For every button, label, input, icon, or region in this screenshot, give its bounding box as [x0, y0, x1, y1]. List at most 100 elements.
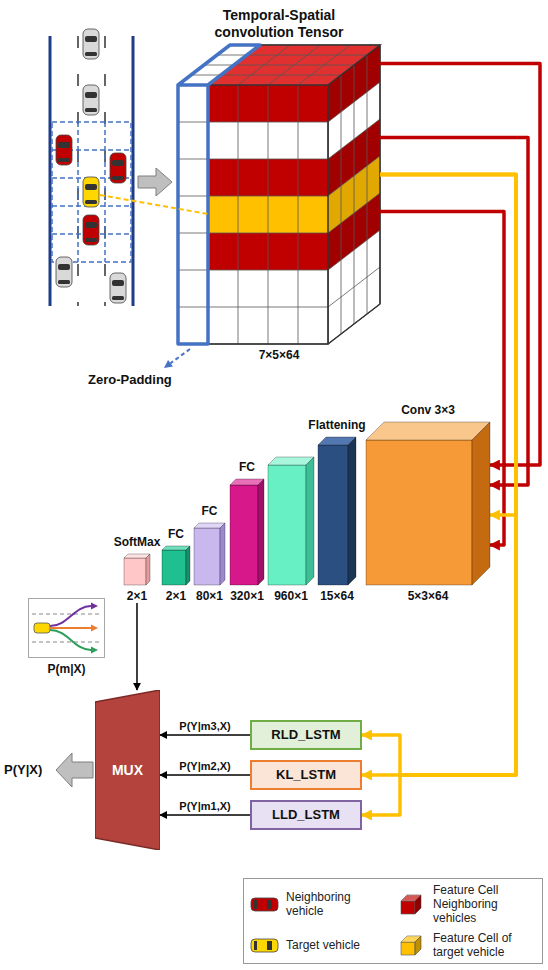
target-mapping-line: [100, 195, 208, 214]
dense-layer: 960×1: [268, 457, 314, 603]
input-arrow: [138, 168, 172, 196]
dimension-label: 2×1: [127, 589, 147, 603]
dimension-label: 320×1: [230, 589, 264, 603]
legend-sample: [248, 933, 282, 957]
layer-heading: FC: [202, 504, 218, 519]
icon-left-change-path: [50, 606, 91, 626]
icon-lane-line: [32, 614, 101, 642]
legend-text: Feature Cell Neighboring vehicles: [433, 883, 538, 925]
tensor-front-face: [178, 85, 328, 344]
tensor-grid: [178, 45, 380, 344]
legend-cube-shade: [415, 895, 421, 914]
annotation-label: Zero-Padding: [88, 372, 172, 388]
dimension-label: 2×1: [166, 589, 186, 603]
connector: [362, 175, 516, 816]
edge-label: P(Y|m2,X): [177, 760, 232, 773]
legend-sample: [248, 892, 282, 916]
front-face: [366, 440, 472, 585]
legend-car-window: [267, 941, 272, 950]
legend-cube-face: [415, 895, 421, 914]
road-edge: [50, 36, 133, 306]
layer-heading: FC: [168, 527, 184, 542]
neighboring-vehicle: [83, 215, 99, 245]
other-vehicle: [83, 29, 99, 59]
connector: [160, 814, 250, 816]
tensor-outline: [178, 45, 380, 344]
side-face: [186, 546, 190, 585]
legend-sample: [395, 933, 429, 957]
lstm-label: RLD_LSTM: [271, 727, 340, 743]
legend-item: Feature Cell Neighboring vehicles: [395, 883, 538, 925]
side-face: [146, 554, 150, 585]
mux-block: MUX: [95, 690, 160, 850]
neighboring-vehicle: [56, 135, 72, 165]
legend-cube-face: [401, 901, 415, 914]
layer-heading: SoftMax: [114, 535, 161, 550]
other-vehicle: [56, 257, 72, 287]
dimension-label: 5×3×64: [408, 589, 449, 603]
front-face: [268, 465, 306, 585]
flatten-layer-shape: [318, 437, 356, 585]
feature-tensor-shape: [178, 45, 380, 344]
maneuver-icon-shape: [28, 598, 105, 658]
annotation-label-box: Zero-Padding: [88, 372, 172, 388]
output-label: P(Y|X): [4, 762, 42, 778]
lstm-label: LLD_LSTM: [272, 807, 340, 823]
mux-label: MUX: [112, 762, 143, 779]
conv-layer-shape: [366, 422, 490, 585]
layer-heading: Flattening: [308, 418, 365, 433]
other-vehicle: [83, 85, 99, 115]
connector: [160, 774, 250, 776]
layer-heading: FC: [239, 460, 255, 475]
edge-label: P(Y|m1,X): [177, 800, 232, 813]
lstm-box: LLD_LSTM: [250, 800, 362, 830]
front-face: [162, 550, 186, 585]
legend-item: Feature Cell of target vehicle: [395, 931, 538, 959]
dense-layer-shape: [194, 523, 225, 585]
dense-layer-shape: [162, 546, 190, 585]
output-label-box: P(Y|X): [4, 762, 42, 778]
target-vehicle: [83, 177, 99, 207]
front-face: [230, 485, 258, 585]
legend-item: Neighboring vehicle: [248, 883, 391, 925]
top-face: [366, 422, 490, 440]
icon-target-car: [34, 623, 50, 633]
icon-right-change-head: [91, 647, 98, 654]
dimension-label: 15×64: [320, 589, 354, 603]
zero-padding-leader-head: [164, 360, 173, 368]
neighboring-vehicle: [110, 153, 126, 183]
icon-left-change-head: [91, 603, 98, 610]
top-face: [162, 546, 190, 550]
side-face: [306, 457, 314, 585]
zero-padding-outline: [178, 45, 260, 344]
icon-keep-lane-path: [50, 627, 91, 629]
edge-label-box: P(Y|m2,X): [177, 760, 232, 773]
lstm-label: KL_LSTM: [276, 767, 336, 783]
edge-label-box: P(Y|m1,X): [177, 800, 232, 813]
icon-keep-lane-head: [91, 625, 98, 632]
front-face: [194, 528, 220, 585]
side-face: [472, 422, 490, 585]
legend-item: Target vehicle: [248, 931, 391, 959]
softmax-layer: SoftMax 2×1: [114, 535, 161, 603]
zero-padding-leader: [171, 349, 191, 363]
dimension-label: 80×1: [196, 589, 223, 603]
legend-box: Neighboring vehicle Feature Cell Neighbor…: [243, 878, 543, 964]
edge-label-box: P(Y|m3,X): [177, 720, 232, 733]
connector: [160, 734, 250, 736]
layer-heading: Temporal-Spatial convolution Tensor: [204, 7, 354, 41]
front-face: [124, 558, 146, 585]
lstm-box: KL_LSTM: [250, 760, 362, 790]
dense-layer: FC 320×1: [230, 460, 264, 603]
output-arrow: [56, 753, 93, 787]
dense-layer: FC 80×1: [194, 504, 225, 603]
legend-car-window: [267, 900, 272, 909]
connector: [136, 603, 138, 690]
conv-layer: Conv 3×35×3×64: [366, 403, 490, 603]
other-vehicle: [110, 273, 126, 303]
side-face: [258, 479, 264, 585]
side-face: [220, 523, 225, 585]
lstm-box: RLD_LSTM: [250, 720, 362, 750]
softmax-layer-shape: [124, 554, 150, 585]
icon-right-change-path: [50, 630, 91, 650]
